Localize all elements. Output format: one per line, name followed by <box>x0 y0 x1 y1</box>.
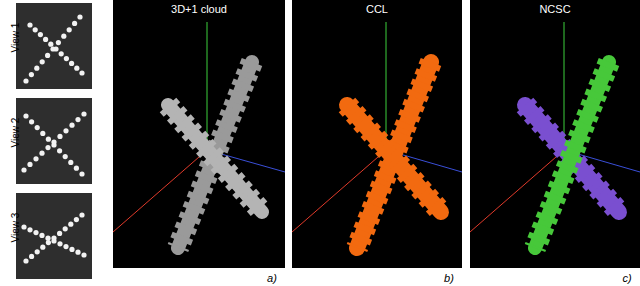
bead-dot <box>53 46 58 51</box>
cloud-core <box>168 105 262 212</box>
bead-dot <box>51 142 56 147</box>
bead-dot <box>40 59 45 64</box>
bead-dot <box>72 21 77 26</box>
bead-dot <box>77 14 82 19</box>
bead-dot <box>57 241 62 246</box>
bead-dot <box>21 224 26 229</box>
view-image <box>16 98 92 184</box>
bead-dot <box>27 227 32 232</box>
bead-dot <box>81 252 86 257</box>
panel-title: 3D+1 cloud <box>171 3 227 16</box>
view-image <box>16 193 92 279</box>
bead-dot <box>35 249 40 254</box>
bead-dot <box>63 226 68 231</box>
bead-dot <box>23 258 28 263</box>
bead-dot <box>74 66 79 71</box>
y-axis <box>386 22 387 150</box>
bead-dot <box>74 166 79 171</box>
bead-dot <box>79 171 84 176</box>
bead-dot <box>56 40 61 45</box>
bead-dot <box>57 134 62 139</box>
bead-dot <box>39 151 44 156</box>
bead-dot <box>45 236 50 241</box>
bead-dot <box>51 238 56 243</box>
bead-dot <box>40 131 45 136</box>
view-label: View 2 <box>9 118 22 148</box>
bead-dot <box>45 145 50 150</box>
bead-dot <box>33 156 38 161</box>
panel-background <box>470 0 640 268</box>
cloud-core <box>347 105 441 212</box>
bead-dot <box>21 167 26 172</box>
bead-dot <box>64 56 69 61</box>
bead-dot <box>67 27 72 32</box>
y-axis <box>207 22 208 150</box>
cloud-beads <box>347 105 441 212</box>
bead-dot <box>61 34 66 39</box>
panel-title: NCSC <box>539 3 570 16</box>
bead-dot <box>69 123 74 128</box>
bead-dot <box>33 27 38 32</box>
bead-dot <box>40 245 45 250</box>
bead-dot <box>39 233 44 238</box>
panel-background <box>113 0 285 268</box>
bead-dot <box>79 212 84 217</box>
bead-dot <box>35 125 40 130</box>
panel-letter: c) <box>622 272 631 285</box>
camera-views <box>16 3 92 279</box>
bead-dot <box>68 222 73 227</box>
bead-dot <box>63 244 68 249</box>
bead-dot <box>29 254 34 259</box>
point-clouds <box>168 62 619 248</box>
bead-dot <box>69 247 74 252</box>
bead-dot <box>75 117 80 122</box>
bead-dot <box>68 160 73 165</box>
bead-dot <box>74 217 79 222</box>
bead-dot <box>46 137 51 142</box>
bead-dot <box>63 128 68 133</box>
panel-letter: a) <box>267 272 277 285</box>
bead-dot <box>57 231 62 236</box>
bead-dot <box>46 240 51 245</box>
bead-dot <box>29 72 34 77</box>
cloud-beads <box>535 62 609 248</box>
bead-dot <box>63 154 68 159</box>
y-axis <box>564 22 565 150</box>
bead-dot <box>75 250 80 255</box>
view-label: View 3 <box>9 213 22 243</box>
bead-dot <box>81 111 86 116</box>
bead-dot <box>69 61 74 66</box>
bead-dot <box>57 148 62 153</box>
bead-dot <box>23 113 28 118</box>
bead-dot <box>27 22 32 27</box>
bead-dot <box>27 162 32 167</box>
bead-dot <box>38 32 43 37</box>
bead-dot <box>59 51 64 56</box>
bead-dot <box>45 53 50 58</box>
view-image <box>16 3 92 89</box>
bead-dot <box>29 119 34 124</box>
bead-dot <box>33 230 38 235</box>
bead-dot <box>23 78 28 83</box>
cloud-beads <box>168 105 262 212</box>
bead-dot <box>79 70 84 75</box>
bead-dot <box>43 37 48 42</box>
view-label: View 1 <box>9 23 22 53</box>
cloud-core <box>535 62 609 248</box>
panel-letter: b) <box>444 272 454 285</box>
panel-background <box>292 0 462 268</box>
bead-dot <box>34 66 39 71</box>
panel-title: CCL <box>366 3 388 16</box>
bead-dot <box>48 42 53 47</box>
